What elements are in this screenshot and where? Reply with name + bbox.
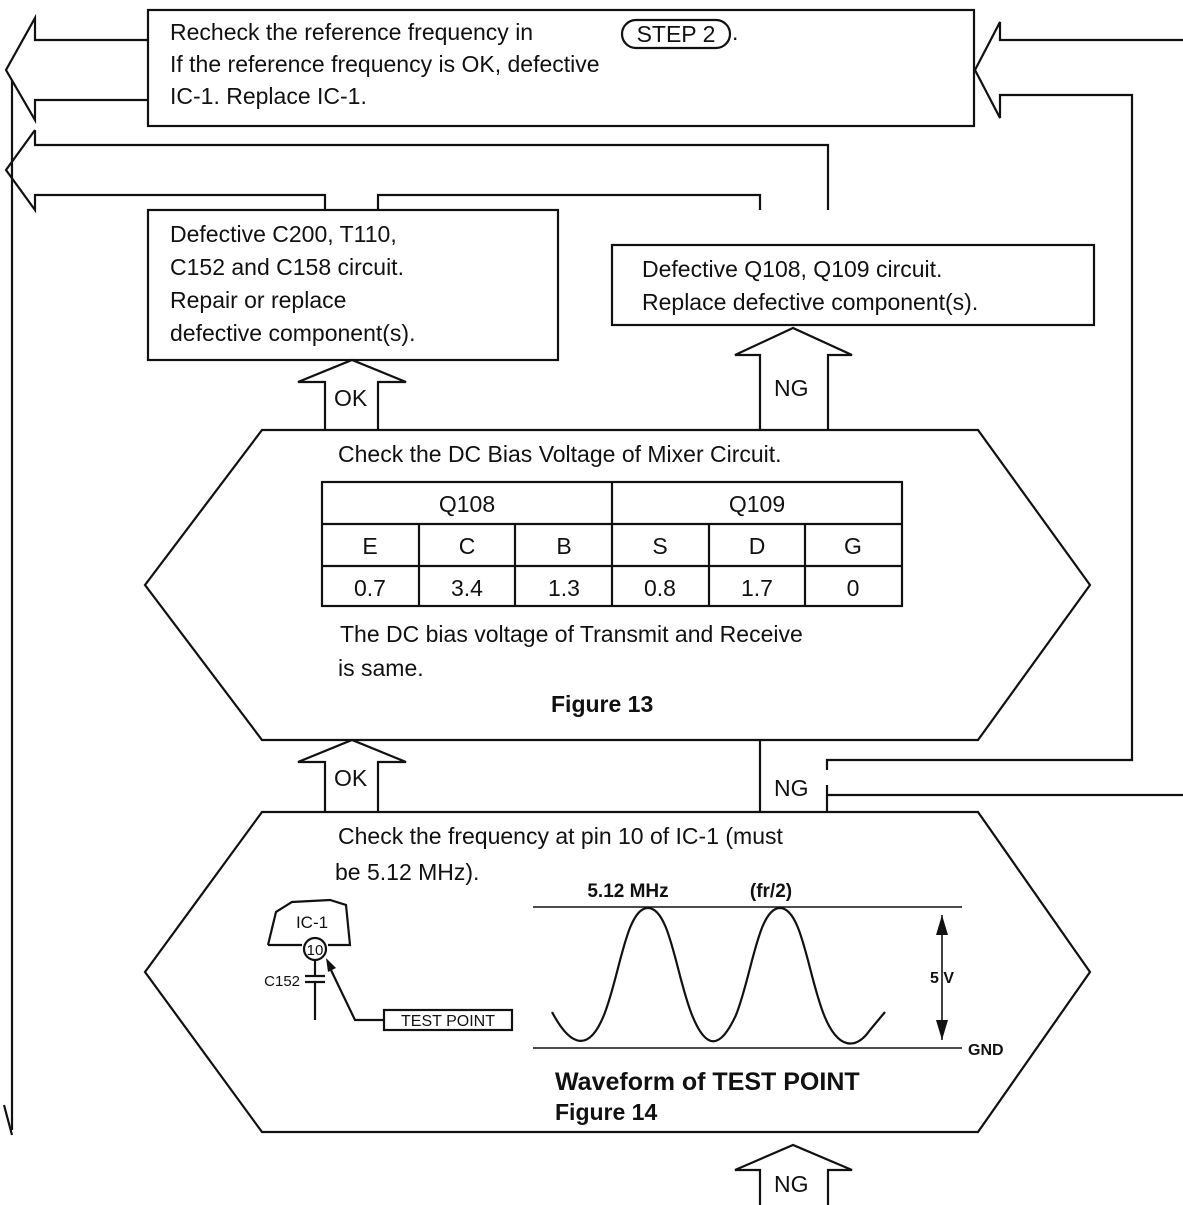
ng-arrow-lower: NG [758, 740, 829, 812]
table-value-cell: 1.3 [548, 575, 580, 601]
defective-q108-line2: Replace defective component(s). [642, 289, 978, 315]
waveform-curve [551, 906, 886, 1045]
ground-label: GND [968, 1042, 1004, 1059]
amplitude-label: 5 V [930, 970, 954, 987]
pin10-label: 10 [307, 942, 324, 959]
recheck-line3: IC-1. Replace IC-1. [170, 83, 367, 109]
step-badge: STEP 2 [637, 21, 716, 47]
recheck-box [146, 8, 976, 128]
ok-arrow-lower-label: OK [334, 765, 368, 791]
test-point-label: TEST POINT [401, 1013, 495, 1030]
ng-arrow-upper: NG [734, 326, 853, 430]
ic1-schematic: IC-1 10 C152 TEST POINT [264, 898, 514, 1032]
ic1-label: IC-1 [296, 913, 328, 932]
ng-arrow-lower-label: NG [774, 775, 809, 801]
figure13-heading: Check the DC Bias Voltage of Mixer Circu… [338, 441, 782, 467]
defective-q108-line1: Defective Q108, Q109 circuit. [642, 256, 942, 282]
ng-arrow-bottom-label: NG [774, 1171, 809, 1197]
defective-c200-line4: defective component(s). [170, 320, 415, 346]
figure13-hexagon [143, 428, 1092, 742]
table-value-cell: 3.4 [451, 575, 483, 601]
left-return-arrows [2, 13, 830, 1136]
recheck-line2: If the reference frequency is OK, defect… [170, 51, 600, 77]
table-group-header: Q108 [439, 491, 495, 517]
table-value-cell: 0.8 [644, 575, 676, 601]
defective-c200-line2: C152 and C158 circuit. [170, 254, 404, 280]
table-pin-header: D [749, 533, 766, 559]
table-pin-header: B [556, 533, 571, 559]
right-input-arrow [825, 21, 1183, 797]
ng-arrow-upper-label: NG [774, 375, 809, 401]
recheck-line1-end: . [732, 19, 738, 45]
figure14-caption-line2: Figure 14 [555, 1099, 657, 1125]
table-pin-header: G [844, 533, 862, 559]
defective-c200-line3: Repair or replace [170, 287, 346, 313]
ok-arrow-upper: OK [297, 358, 407, 430]
ok-arrow-upper-label: OK [334, 385, 368, 411]
c152-label: C152 [264, 973, 300, 990]
recheck-line1: Recheck the reference frequency in [170, 19, 533, 45]
table-value-cell: 0.7 [354, 575, 386, 601]
figure13-caption: Figure 13 [551, 691, 653, 717]
figure13-note-line1: The DC bias voltage of Transmit and Rece… [340, 621, 803, 647]
table-group-header: Q109 [729, 491, 785, 517]
ng-arrow-bottom: NG [734, 1143, 853, 1205]
defective-c200-box [146, 208, 560, 362]
svg-text:Recheck the reference frequenc: Recheck the reference frequency in [170, 19, 533, 45]
figure14-heading-line2: be 5.12 MHz). [335, 859, 479, 885]
table-pin-header: E [362, 533, 377, 559]
figure14-caption-line1: Waveform of TEST POINT [555, 1068, 860, 1096]
freq-note: (fr/2) [750, 881, 792, 902]
waveform-graph: 5.12 MHz (fr/2) 5 V GND [533, 881, 1004, 1059]
defective-c200-line1: Defective C200, T110, [170, 221, 397, 247]
table-value-cell: 1.7 [741, 575, 773, 601]
table-value-cell: 0 [847, 575, 860, 601]
ok-arrow-lower: OK [297, 738, 407, 812]
freq-label: 5.12 MHz [587, 881, 668, 902]
table-pin-header: S [652, 533, 667, 559]
figure13-note-line2: is same. [338, 655, 424, 681]
figure14-heading-line1: Check the frequency at pin 10 of IC-1 (m… [338, 823, 783, 849]
table-pin-header: C [459, 533, 476, 559]
step-badge-border [620, 18, 732, 50]
defective-q108-box [610, 243, 1096, 327]
